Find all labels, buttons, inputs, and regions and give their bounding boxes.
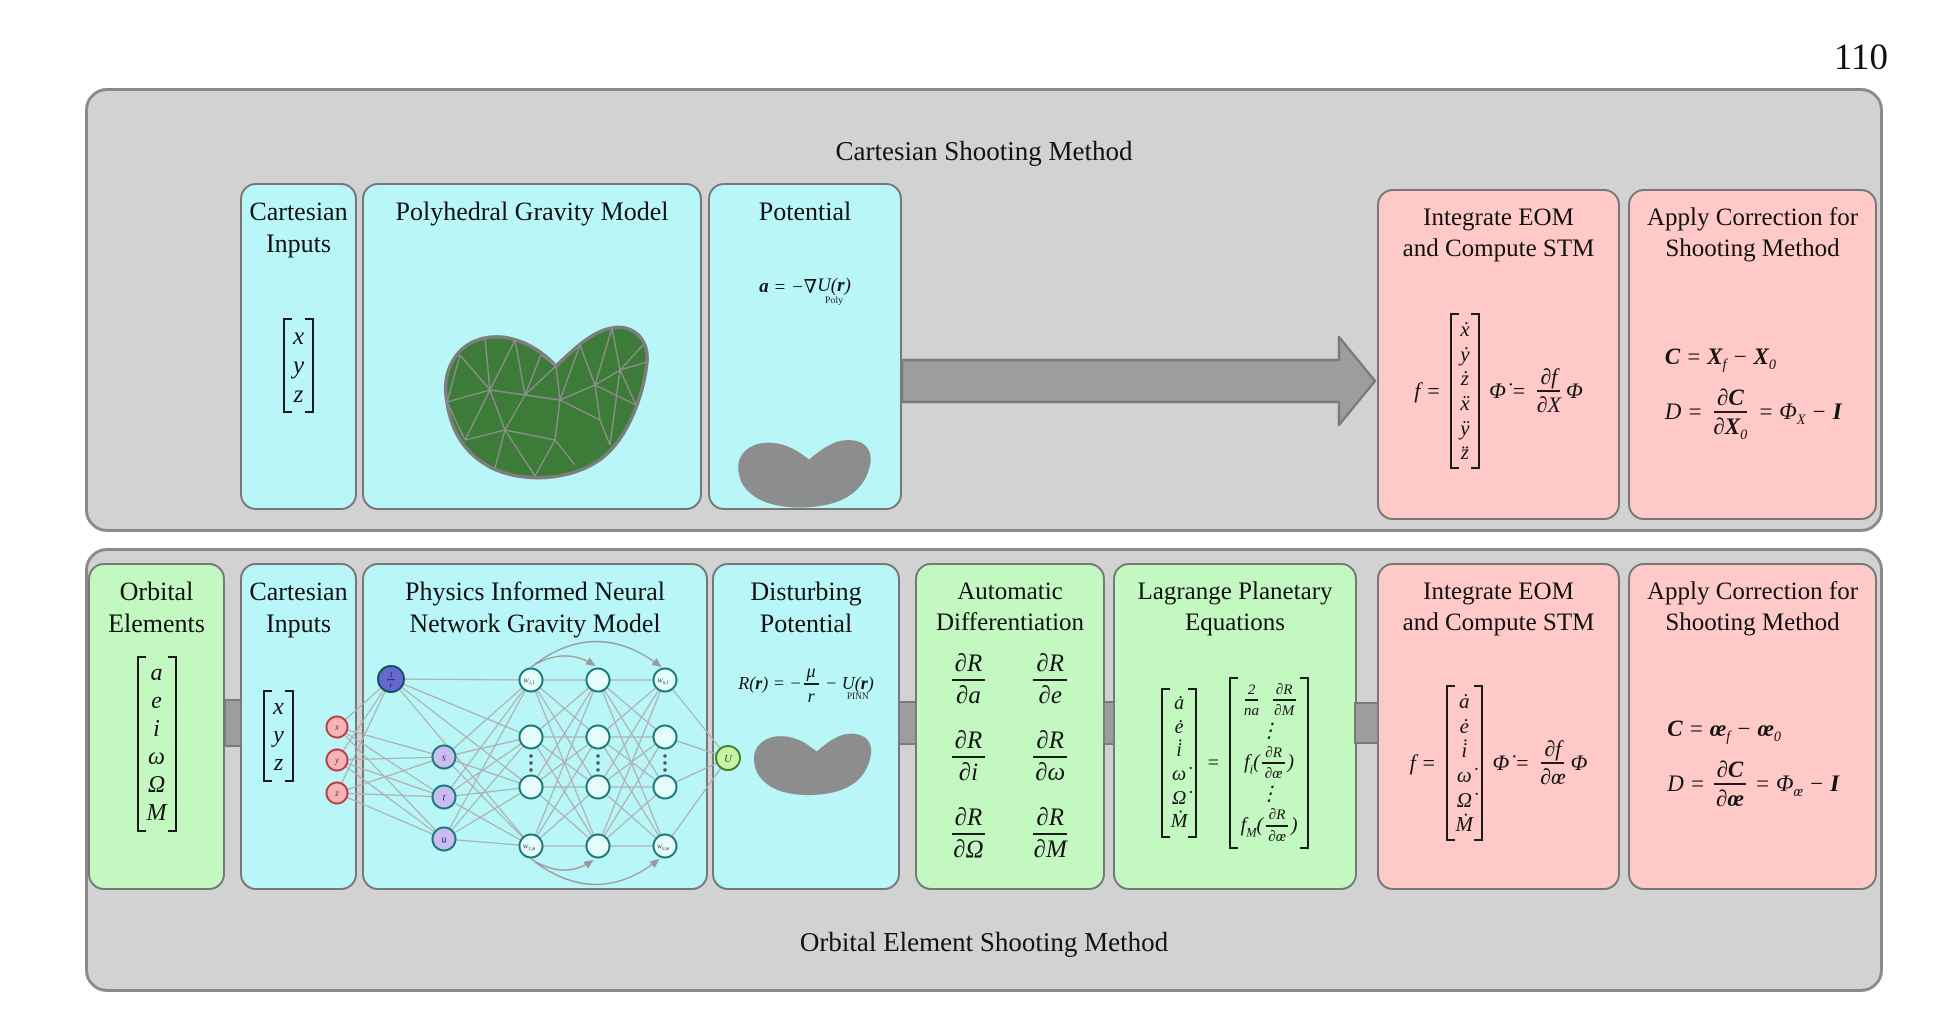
- box-title: Integrate EOM and Compute STM: [1402, 578, 1595, 636]
- box-title: Lagrange Planetary Equations: [1137, 578, 1333, 636]
- box-apply-correction-bottom: Apply Correction for Shooting Method C =…: [1628, 563, 1877, 890]
- box-title: Cartesian Inputs: [249, 197, 348, 259]
- box-title: Cartesian Inputs: [249, 577, 348, 639]
- box-title: Polyhedral Gravity Model: [395, 197, 669, 226]
- box-automatic-differentiation: Automatic Differentiation ∂R∂a ∂R∂e ∂R∂i…: [915, 563, 1105, 890]
- partial-dR-de: ∂R∂e: [1029, 651, 1072, 708]
- partial-dR-dOmega: ∂R∂Ω: [951, 804, 986, 863]
- box-title: Apply Correction for Shooting Method: [1646, 578, 1859, 636]
- box-title: Potential: [758, 197, 852, 226]
- potential-equation: a = −∇U(r)Poly: [759, 275, 851, 307]
- box-pinn-gravity-model: Physics Informed Neural Network Gravity …: [362, 563, 708, 890]
- orbital-shooting-title: Orbital Element Shooting Method: [799, 927, 1169, 957]
- cartesian-shooting-title: Cartesian Shooting Method: [835, 136, 1133, 166]
- box-polyhedral-gravity-model: Polyhedral Gravity Model: [362, 183, 702, 510]
- partial-derivative-grid: ∂R∂a ∂R∂e ∂R∂i ∂R∂ω ∂R∂Ω ∂R∂M: [948, 651, 1072, 862]
- box-title: Physics Informed Neural Network Gravity …: [405, 577, 665, 639]
- box-title: Integrate EOM and Compute STM: [1402, 204, 1595, 262]
- partial-dR-da: ∂R∂a: [948, 651, 988, 708]
- box-title: Apply Correction for Shooting Method: [1646, 204, 1859, 262]
- partial-dR-dw: ∂R∂ω: [1033, 727, 1068, 786]
- partial-dR-di: ∂R∂i: [948, 728, 988, 785]
- box-title: Automatic Differentiation: [935, 578, 1085, 636]
- box-potential: Potential a = −∇U(r)Poly: [708, 183, 902, 510]
- page-number: 110: [1833, 37, 1888, 78]
- box-apply-correction-top: Apply Correction for Shooting Method C =…: [1628, 189, 1877, 520]
- partial-dR-dM: ∂R∂M: [1033, 804, 1068, 863]
- box-title: Orbital Elements: [108, 577, 205, 639]
- box-title: Disturbing Potential: [750, 577, 862, 639]
